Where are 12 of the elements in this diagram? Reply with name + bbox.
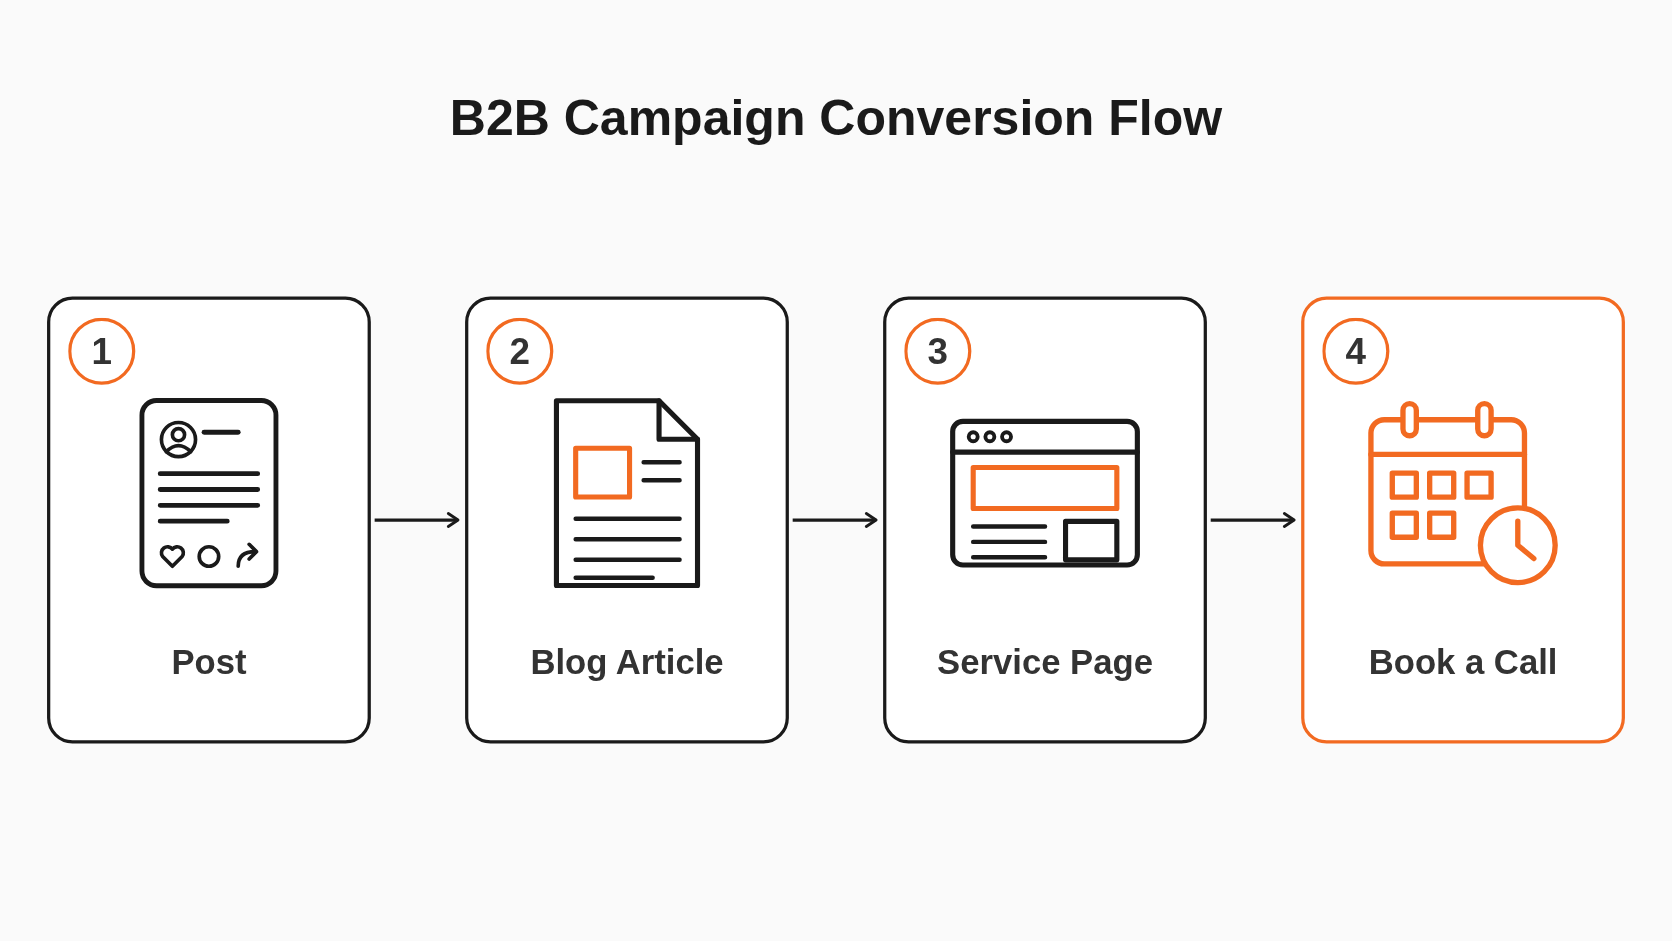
step-card (47, 296, 371, 744)
step-label: Book a Call (1367, 641, 1559, 684)
arrow (374, 512, 460, 528)
step-label: Post (170, 641, 248, 684)
arrow (792, 512, 878, 528)
title: B2B Campaign Conversion Flow (449, 89, 1223, 148)
step-card (1301, 296, 1625, 744)
arrow (1210, 512, 1296, 528)
step-card (465, 296, 789, 744)
step-label: Service Page (936, 641, 1154, 684)
step-label: Blog Article (529, 641, 725, 684)
step-card (883, 296, 1207, 744)
